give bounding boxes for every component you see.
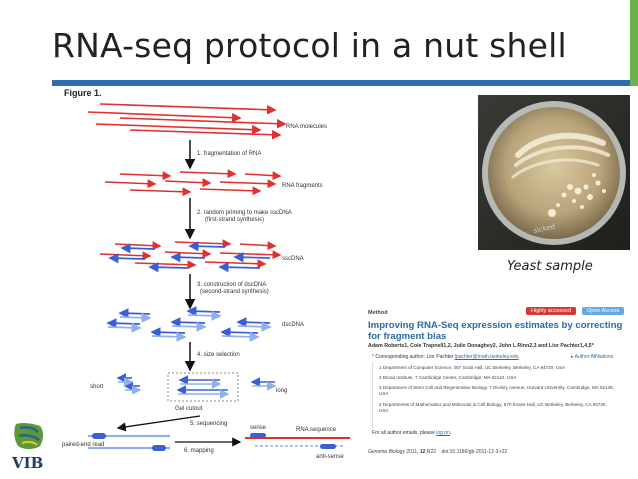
step-3-label: 3. construction of dscDNA — [197, 282, 266, 288]
label-rna-molecules: RNA molecules — [286, 124, 327, 130]
label-sscdna: sscDNA — [282, 256, 304, 262]
vib-logo: VIB — [10, 420, 50, 476]
journal-name: Genome Biology — [368, 449, 405, 455]
paired-end-read-group — [88, 433, 170, 451]
paper-authors: Adam Roberts1, Cole Trapnell1,2, Julie D… — [368, 343, 594, 349]
rna-molecules-group — [87, 103, 287, 140]
yeast-plate-photo: sicked — [478, 95, 630, 250]
rna-fragments-group — [104, 169, 282, 197]
slide-title: RNA-seq protocol in a nut shell — [52, 26, 567, 65]
label-short: short — [90, 384, 104, 390]
corresponding-email-link[interactable]: lpachter@math.berkeley.edu — [454, 354, 519, 360]
label-long: long — [276, 388, 287, 394]
affiliations-list: 1 Department of Computer Science, 387 So… — [372, 362, 622, 428]
step-4-label: 4. size selection — [197, 352, 240, 358]
all-authors-note-text: For all author emails, please — [372, 430, 435, 436]
affiliation-item: 3 Department of Stem Cell and Regenerati… — [379, 385, 614, 396]
author-affiliations-label: Author Affiliations — [574, 354, 614, 360]
sscdna-group — [99, 239, 282, 273]
author-affiliations-link[interactable]: ▸ Author Affiliations — [571, 354, 614, 360]
paper-header-snippet: Method Highly accessed Open Access Impro… — [366, 301, 628, 465]
paper-title: Improving RNA-Seq expression estimates b… — [368, 320, 623, 342]
label-paired-end-read: paired-end read — [62, 442, 104, 448]
step-5-arrow — [116, 415, 201, 432]
size-selection-group — [116, 372, 277, 402]
protocol-figure-svg: Figure 1. RNA molecules 1. fragmentation… — [62, 88, 350, 460]
corresponding-author-label: * Corresponding author: Lior Pachter — [372, 354, 454, 360]
step-3-sublabel: (second-strand synthesis) — [200, 289, 269, 295]
yeast-caption: Yeast sample — [507, 259, 593, 274]
corresponding-author: * Corresponding author: Lior Pachter lpa… — [372, 354, 518, 360]
rnaseq-protocol-figure: Figure 1. RNA molecules 1. fragmentation… — [60, 88, 360, 476]
affiliation-item: 1 Department of Computer Science, 387 So… — [379, 365, 566, 370]
step-2-sublabel: (first-strand synthesis) — [205, 217, 264, 223]
label-sense: sense — [250, 425, 267, 431]
affiliation-item: 2 Broad Institute, 7 Cambridge Center, C… — [379, 375, 517, 380]
all-authors-email-note: For all author emails, please log on. — [372, 430, 452, 436]
open-access-badge: Open Access — [582, 307, 625, 315]
label-rna-sequence: RNA sequence — [296, 427, 337, 433]
log-on-link[interactable]: log on — [436, 430, 450, 436]
vib-logo-text: VIB — [11, 454, 43, 472]
label-rna-fragments: RNA fragments — [282, 183, 323, 189]
step-6-label: 6. mapping — [184, 448, 214, 454]
label-gel-cutout: Gel cutout — [175, 406, 203, 412]
step-2-label: 2. random priming to make sscDNA — [197, 210, 292, 216]
journal-year: 2011, — [406, 449, 419, 455]
mapping-group — [245, 433, 350, 449]
affiliation-item: 4 Departments of Mathematics and Molecul… — [379, 402, 607, 413]
journal-volume: 12 — [419, 449, 426, 455]
corner-accent-bar — [630, 0, 638, 86]
journal-citation: Genome Biology 2011, 12:R22 doi:10.1186/… — [368, 449, 507, 455]
step-1-label: 1. fragmentation of RNA — [197, 151, 261, 157]
paper-doi: doi:10.1186/gb-2011-12-3-r22 — [441, 449, 508, 455]
figure-title: Figure 1. — [64, 88, 102, 98]
dscdna-group — [106, 306, 272, 342]
journal-issue: :R22 — [425, 449, 437, 455]
highly-accessed-badge: Highly accessed — [526, 307, 577, 315]
paper-section-label: Method — [368, 310, 388, 316]
title-underline — [52, 80, 638, 86]
step-5-label: 5. sequencing — [190, 421, 227, 427]
label-anti-sense: anti-sense — [316, 454, 344, 460]
label-dscdna: dscDNA — [282, 322, 304, 328]
